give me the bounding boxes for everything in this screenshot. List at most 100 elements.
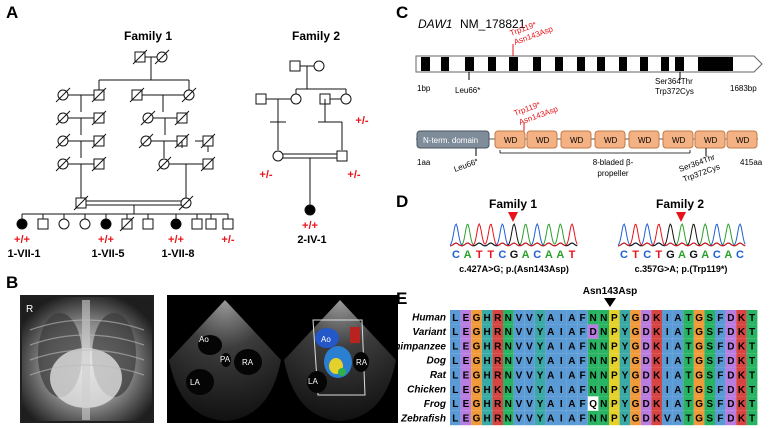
residue-letter: H bbox=[483, 414, 490, 425]
residue-letter: L bbox=[452, 356, 458, 367]
genotype-2-iii-2: +/- bbox=[259, 169, 272, 181]
residue-letter: Y bbox=[537, 342, 544, 353]
residue-letter: H bbox=[483, 342, 490, 353]
panel-b: B R Ao PA RA LA bbox=[6, 273, 398, 423]
residue-letter: G bbox=[695, 327, 703, 338]
residue-letter: T bbox=[749, 414, 755, 425]
genotype-2-iv-1: +/+ bbox=[302, 220, 318, 232]
residue-cell bbox=[693, 338, 705, 354]
residue-letter: H bbox=[483, 385, 490, 396]
residue-cell bbox=[566, 324, 578, 339]
protein-model bbox=[416, 122, 758, 156]
residue-letter: I bbox=[560, 342, 563, 353]
residue-cell bbox=[672, 310, 684, 325]
residue-letter: A bbox=[568, 327, 575, 338]
residue-letter: V bbox=[526, 385, 533, 396]
residue-cell bbox=[471, 310, 482, 325]
residue-letter: P bbox=[611, 399, 618, 410]
residue-letter: V bbox=[526, 313, 533, 324]
residue-cell bbox=[640, 367, 652, 382]
residue-letter: G bbox=[473, 385, 481, 396]
sequence-base: G bbox=[510, 249, 519, 261]
residue-cell bbox=[662, 382, 673, 397]
residue-letter: G bbox=[473, 399, 481, 410]
propeller-line2: propeller bbox=[597, 169, 628, 178]
residue-letter: I bbox=[666, 342, 669, 353]
residue-letter: K bbox=[738, 385, 746, 396]
residue-letter: G bbox=[473, 370, 481, 381]
residue-cell bbox=[630, 396, 641, 411]
residue-letter: D bbox=[727, 385, 734, 396]
residue-letter: K bbox=[738, 414, 746, 425]
residue-cell bbox=[662, 338, 673, 354]
residue-cell bbox=[715, 324, 726, 339]
residue-letter: G bbox=[695, 414, 703, 425]
residue-letter: N bbox=[600, 399, 607, 410]
residue-cell bbox=[481, 324, 493, 339]
residue-letter: V bbox=[526, 370, 533, 381]
residue-cell bbox=[460, 310, 472, 325]
genotype-1-vii-1: +/+ bbox=[14, 234, 30, 246]
residue-letter: F bbox=[717, 414, 723, 425]
residue-letter: I bbox=[560, 327, 563, 338]
residue-cell bbox=[725, 410, 737, 426]
residue-cell bbox=[746, 353, 758, 368]
residue-cell bbox=[704, 382, 715, 397]
residue-letter: D bbox=[589, 327, 596, 338]
gene-var-trp372cys: Trp372Cys bbox=[655, 87, 694, 96]
residue-cell bbox=[471, 338, 482, 354]
residue-cell bbox=[736, 353, 747, 368]
residue-letter: A bbox=[568, 370, 575, 381]
residue-cell bbox=[725, 338, 737, 354]
protein-end: 415aa bbox=[740, 158, 763, 167]
residue-cell bbox=[556, 382, 567, 397]
residue-letter: Y bbox=[622, 370, 629, 381]
residue-cell bbox=[481, 396, 493, 411]
residue-letter: P bbox=[611, 370, 618, 381]
residue-letter: A bbox=[568, 342, 575, 353]
residue-cell bbox=[715, 396, 726, 411]
residue-cell bbox=[577, 338, 588, 354]
residue-letter: R bbox=[494, 399, 502, 410]
residue-letter: A bbox=[547, 414, 554, 425]
residue-cell bbox=[492, 310, 503, 325]
residue-cell bbox=[545, 353, 556, 368]
prot-var-top: Trp119* Asn143Asp bbox=[513, 100, 560, 127]
id-2-iv-1: 2-IV-1 bbox=[297, 234, 326, 246]
residue-cell bbox=[651, 367, 662, 382]
residue-letter: F bbox=[579, 414, 585, 425]
residue-letter: D bbox=[642, 414, 649, 425]
residue-letter: F bbox=[579, 313, 585, 324]
residue-letter: R bbox=[494, 414, 502, 425]
echo-label-ra: RA bbox=[242, 358, 254, 367]
residue-letter: V bbox=[526, 414, 533, 425]
residue-cell bbox=[672, 367, 684, 382]
residue-letter: T bbox=[685, 356, 691, 367]
residue-cell bbox=[651, 324, 662, 339]
residue-letter: T bbox=[685, 370, 691, 381]
residue-letter: L bbox=[452, 327, 458, 338]
gene-name: DAW1 bbox=[418, 17, 452, 31]
residue-letter: K bbox=[494, 385, 502, 396]
residue-letter: G bbox=[632, 385, 640, 396]
panel-a: A Family 1 Family 2 bbox=[6, 3, 369, 260]
panel-c: C DAW1 NM_178821 1bp 1683bp bbox=[396, 3, 763, 184]
residue-cell bbox=[503, 324, 514, 339]
residue-cell bbox=[598, 367, 609, 382]
residue-cell bbox=[534, 338, 546, 354]
residue-cell bbox=[556, 324, 567, 339]
residue-cell bbox=[704, 396, 715, 411]
residue-cell bbox=[609, 396, 620, 411]
residue-letter: R bbox=[494, 313, 502, 324]
residue-letter: R bbox=[494, 370, 502, 381]
residue-cell bbox=[704, 410, 715, 426]
residue-letter: E bbox=[463, 385, 470, 396]
residue-cell bbox=[683, 382, 694, 397]
d-arrow-1 bbox=[508, 212, 518, 222]
residue-letter: F bbox=[579, 327, 585, 338]
sequence-base: A bbox=[701, 249, 709, 261]
residue-letter: T bbox=[749, 327, 755, 338]
residue-cell bbox=[587, 382, 599, 397]
residue-letter: R bbox=[494, 327, 502, 338]
residue-cell bbox=[524, 324, 535, 339]
